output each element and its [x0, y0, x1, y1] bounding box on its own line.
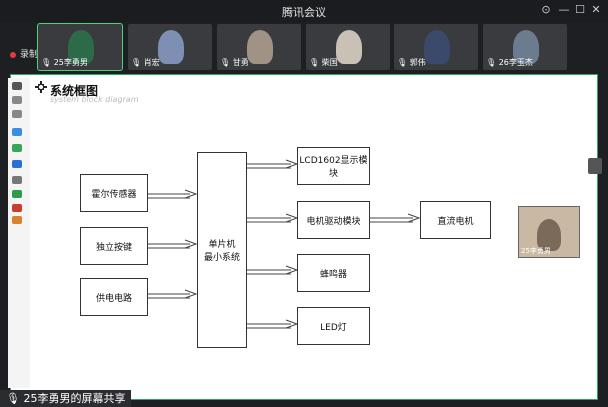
participant-tile[interactable]: 🎙 甘勇	[217, 24, 301, 70]
slide-subtitle: system block diagram	[50, 95, 139, 104]
pin-icon[interactable]: ⊙	[541, 3, 551, 16]
arrow-mcu-driver	[247, 213, 299, 223]
app-icon[interactable]	[12, 144, 22, 152]
participant-name: 🎙 郭伟	[397, 58, 426, 67]
mic-muted-icon: 🎙	[397, 58, 410, 67]
pip-name: 25李勇男	[521, 247, 551, 255]
mic-icon: 🎙	[41, 58, 54, 67]
edge-icon[interactable]	[12, 128, 22, 136]
arrow-mcu-lcd	[247, 159, 299, 169]
mic-muted-icon: 🎙	[220, 58, 233, 67]
slide-title: 系统框图	[50, 84, 99, 98]
participant-video	[336, 30, 362, 64]
block-mcu: 单片机 最小系统	[197, 152, 247, 348]
block-driver: 电机驱动模块	[297, 201, 370, 239]
participant-name: 🎙 柴国	[309, 58, 338, 67]
participant-tile[interactable]: 🎙 柴国	[306, 24, 390, 70]
block-buzzer: 蜂鸣器	[297, 254, 370, 292]
mic-muted-icon: 🎙	[486, 58, 499, 67]
block-lcd: LCD1602显示模块	[297, 147, 370, 185]
participant-tile[interactable]: 🎙 25李勇男	[37, 23, 123, 71]
participant-video	[247, 30, 273, 64]
participant-video	[68, 30, 94, 64]
arrow-mcu-led	[247, 319, 299, 329]
block-led: LED灯	[297, 307, 370, 345]
participant-name: 🎙 26李玉杰	[486, 58, 533, 67]
explorer-icon[interactable]	[12, 160, 22, 168]
participant-tile[interactable]: 🎙 郭伟	[394, 24, 478, 70]
ppt-icon[interactable]	[12, 204, 22, 212]
recording-indicator[interactable]: 录制中	[10, 47, 47, 60]
participant-video	[513, 30, 539, 64]
title-bar: 腾讯会议 ⊙ — ☐ ✕	[0, 0, 608, 22]
arrow-hall-mcu	[148, 189, 198, 199]
arrow-power-mcu	[148, 289, 198, 299]
arrow-driver-motor	[370, 213, 421, 223]
mic-icon: 🎙	[6, 392, 20, 405]
participant-video	[158, 30, 184, 64]
close-button[interactable]: ✕	[591, 3, 601, 16]
floating-toolbar[interactable]	[588, 158, 602, 174]
block-hall-sensor: 霍尔传感器	[80, 174, 148, 212]
maximize-button[interactable]: ☐	[575, 3, 585, 16]
app-icon[interactable]	[12, 216, 22, 224]
excel-icon[interactable]	[12, 190, 22, 198]
app-icon[interactable]	[12, 176, 22, 184]
windows-icon[interactable]	[12, 82, 22, 90]
taskbar-strip	[8, 78, 30, 388]
search-icon[interactable]	[12, 96, 22, 104]
participant-name: 🎙 甘勇	[220, 58, 249, 67]
task-view-icon[interactable]	[12, 110, 22, 118]
person-avatar	[537, 219, 561, 251]
arrow-key-mcu	[148, 239, 198, 249]
self-view[interactable]: 25李勇男	[518, 206, 580, 258]
record-dot-icon	[10, 51, 16, 58]
minimize-button[interactable]: —	[558, 3, 570, 16]
mic-muted-icon: 🎙	[309, 58, 322, 67]
mic-muted-icon: 🎙	[131, 58, 144, 67]
window-title: 腾讯会议	[282, 6, 326, 19]
block-motor: 直流电机	[420, 201, 491, 239]
arrow-mcu-buzzer	[247, 265, 299, 275]
block-key: 独立按键	[80, 227, 148, 265]
block-power: 供电电路	[80, 278, 148, 316]
participant-video	[424, 30, 450, 64]
participant-tile[interactable]: 🎙 肖宏	[128, 24, 212, 70]
participant-tile[interactable]: 🎙 26李玉杰	[483, 24, 567, 70]
share-banner: 🎙 25李勇男的屏幕共享	[0, 390, 132, 407]
participant-name: 🎙 25李勇男	[41, 58, 88, 67]
diagram-logo-icon	[35, 81, 47, 93]
participant-name: 🎙 肖宏	[131, 58, 160, 67]
